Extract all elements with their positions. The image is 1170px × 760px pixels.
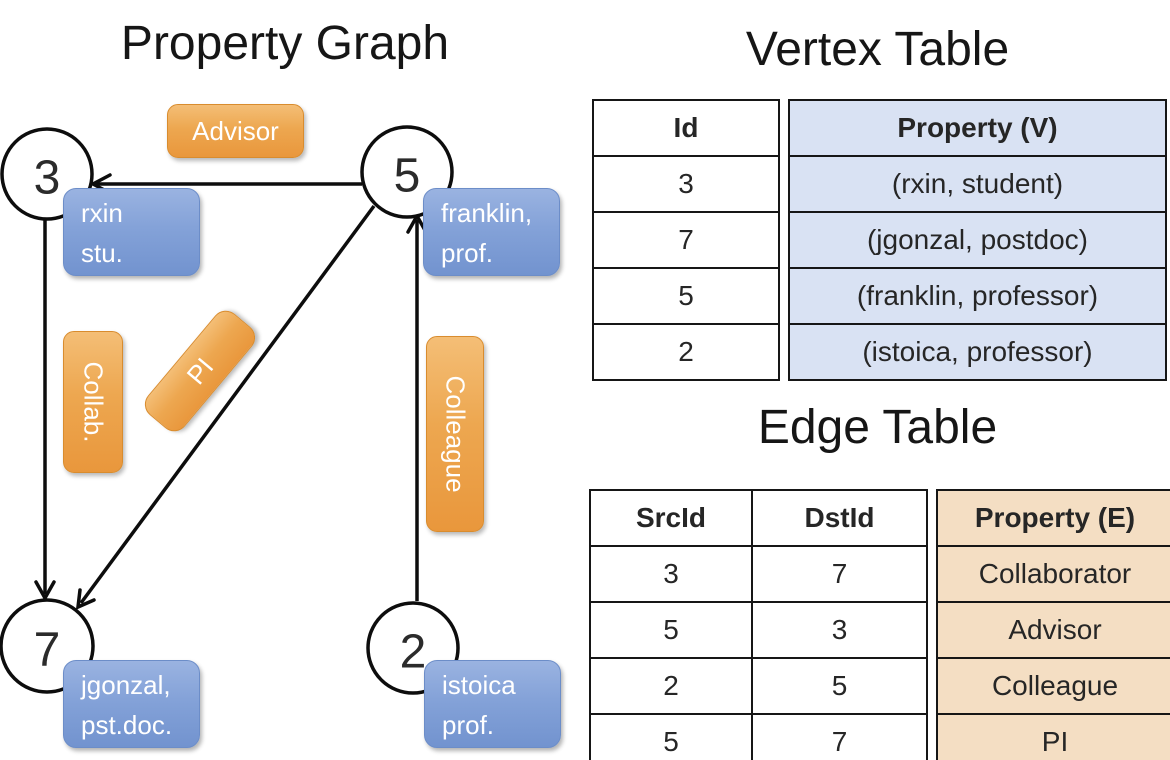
table-row: SrcId DstId — [589, 489, 928, 547]
table-row: (jgonzal, postdoc) — [788, 211, 1167, 269]
vertex-id-cell: 5 — [592, 267, 780, 325]
table-row: Collaborator — [936, 545, 1170, 603]
node-7-id: 7 — [34, 624, 61, 677]
edge-property-cell: Colleague — [936, 657, 1170, 715]
edge-table-id-columns: SrcId DstId 3 7 5 3 2 5 5 7 — [589, 489, 928, 760]
edge-dstid-cell: 5 — [751, 657, 928, 715]
edge-label-advisor-text: Advisor — [192, 115, 279, 146]
table-row: Id — [592, 99, 780, 157]
table-row: 5 3 — [589, 601, 928, 659]
vertex-property-cell: (rxin, student) — [788, 155, 1167, 213]
edge-table: SrcId DstId 3 7 5 3 2 5 5 7 Property (E)… — [589, 489, 1170, 760]
table-row: Advisor — [936, 601, 1170, 659]
node-5-property-label: franklin, prof. — [423, 188, 560, 276]
edge-label-collab: Collab. — [63, 331, 123, 473]
table-row: (rxin, student) — [788, 155, 1167, 213]
edge-property-cell: Advisor — [936, 601, 1170, 659]
edge-dstid-cell: 3 — [751, 601, 928, 659]
table-row: PI — [936, 713, 1170, 760]
edge-table-title: Edge Table — [757, 401, 998, 454]
node-5-id: 5 — [394, 150, 421, 203]
arrowhead-into-7-diagonal — [75, 588, 96, 610]
vertex-id-cell: 7 — [592, 211, 780, 269]
table-row: 7 — [592, 211, 780, 269]
vertex-id-cell: 2 — [592, 323, 780, 381]
edge-label-pi-text: PI — [180, 351, 220, 390]
table-row: 3 7 — [589, 545, 928, 603]
edge-srcid-cell: 5 — [589, 601, 753, 659]
table-row: 2 — [592, 323, 780, 381]
edge-property-cell: Collaborator — [936, 545, 1170, 603]
node-7-property-label: jgonzal, pst.doc. — [63, 660, 200, 748]
node-2-id: 2 — [400, 626, 427, 679]
node-2-property-label: istoica prof. — [424, 660, 561, 748]
vertex-property-header: Property (V) — [788, 99, 1167, 157]
table-row: 5 7 — [589, 713, 928, 760]
edge-label-collab-text: Collab. — [78, 361, 109, 443]
vertex-property-cell: (franklin, professor) — [788, 267, 1167, 325]
table-row: Property (E) — [936, 489, 1170, 547]
property-graph-title: Property Graph — [120, 17, 450, 70]
vertex-table: Id 3 7 5 2 Property (V) (rxin, student) … — [592, 99, 1167, 381]
vertex-property-cell: (jgonzal, postdoc) — [788, 211, 1167, 269]
table-row: Property (V) — [788, 99, 1167, 157]
table-row: 5 — [592, 267, 780, 325]
vertex-table-id-column: Id 3 7 5 2 — [592, 99, 780, 381]
edge-table-property-column: Property (E) Collaborator Advisor Collea… — [936, 489, 1170, 760]
table-row: (franklin, professor) — [788, 267, 1167, 325]
node-3-property-line2: stu. — [81, 238, 123, 268]
edge-property-cell: PI — [936, 713, 1170, 760]
edge-srcid-header: SrcId — [589, 489, 753, 547]
arrowhead-into-7-vertical — [34, 580, 56, 602]
node-3-id: 3 — [34, 152, 61, 205]
edge-dstid-cell: 7 — [751, 713, 928, 760]
table-row: 3 — [592, 155, 780, 213]
edge-label-advisor: Advisor — [167, 104, 304, 158]
edge-srcid-cell: 5 — [589, 713, 753, 760]
node-3-property-label: rxin stu. — [63, 188, 200, 276]
edge-5-7 — [79, 204, 376, 605]
vertex-id-cell: 3 — [592, 155, 780, 213]
edge-srcid-cell: 3 — [589, 545, 753, 603]
edge-dstid-header: DstId — [751, 489, 928, 547]
table-row: Colleague — [936, 657, 1170, 715]
edge-dstid-cell: 7 — [751, 545, 928, 603]
vertex-table-property-column: Property (V) (rxin, student) (jgonzal, p… — [788, 99, 1167, 381]
edge-srcid-cell: 2 — [589, 657, 753, 715]
vertex-id-header: Id — [592, 99, 780, 157]
edge-property-header: Property (E) — [936, 489, 1170, 547]
table-row: 2 5 — [589, 657, 928, 715]
node-7-property-line1: jgonzal, — [81, 670, 171, 700]
node-5-property-line2: prof. — [441, 238, 494, 268]
vertex-table-title: Vertex Table — [745, 23, 1010, 76]
edge-label-colleague-text: Colleague — [440, 375, 471, 493]
node-7-property-line2: pst.doc. — [81, 710, 173, 740]
table-row: (istoica, professor) — [788, 323, 1167, 381]
node-3-property-line1: rxin — [81, 198, 123, 228]
node-5-property-line1: franklin, — [441, 198, 533, 228]
node-2-property-line1: istoica — [442, 670, 516, 700]
vertex-property-cell: (istoica, professor) — [788, 323, 1167, 381]
node-2-property-line2: prof. — [442, 710, 495, 740]
edge-label-colleague: Colleague — [426, 336, 484, 532]
